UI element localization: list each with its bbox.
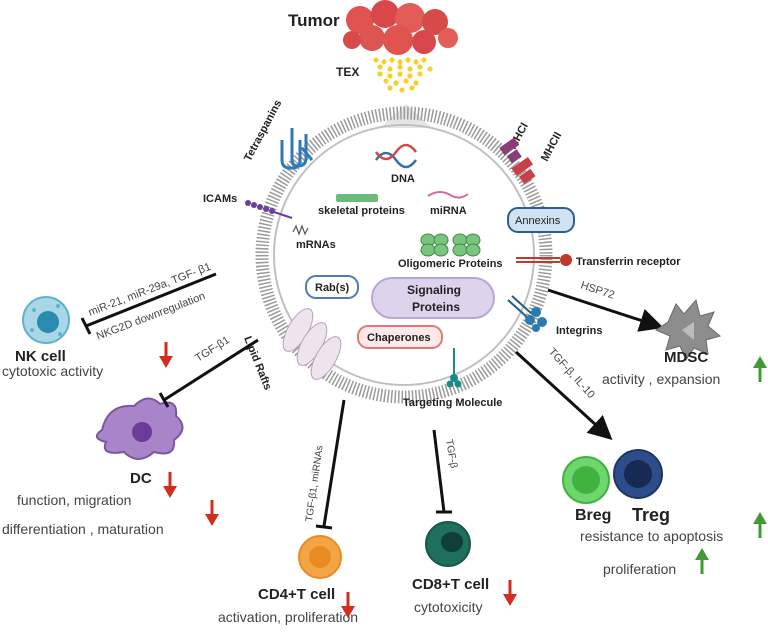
icams-label: ICAMs [203,193,237,205]
lipid-rafts-label: Lipid Rafts [241,335,273,392]
chaperones-label: Chaperones [367,332,431,344]
signaling-proteins-label-line2: Proteins [412,300,460,314]
skeletal-proteins-label: skeletal proteins [318,205,405,217]
release-arrow [380,104,432,128]
treg-effect-line2: proliferation [603,561,676,577]
rabs-box [305,275,359,299]
mdsc-arrow [547,288,664,332]
exosome-outer-membrane [255,106,553,404]
cd4-cell-icon [298,535,342,579]
dc-inhibition-bar [158,392,170,408]
integrins-label: Integrins [556,325,602,337]
chaperones-box [357,325,443,349]
mirna-icon [427,191,469,199]
mdsc-signal: HSP72 [579,279,616,301]
dc-inhibition-line [163,338,259,402]
dna-label: DNA [391,173,415,185]
dna-icon [374,143,418,169]
cd4-trend-arrow [341,592,355,618]
tex-label: TEX [336,65,359,79]
mrnas-label: mRNAs [296,239,336,251]
treg-effect-line1: resistance to apoptosis [580,528,723,544]
icam-icon [245,200,293,219]
cd4-inhibition-bar [315,524,333,530]
tumor-title: Tumor [288,11,340,30]
treg-trend-arrow-1 [753,512,767,538]
annexins-box [507,207,575,233]
skeletal-protein-icon [336,194,378,202]
breg-name: Breg [575,507,611,524]
signaling-proteins-box [371,277,495,319]
mdsc-trend-arrow [753,356,767,382]
cd8-cell-icon [425,521,471,567]
tex-vesicles [373,57,433,93]
tetraspanin-icon [280,128,314,170]
dc-name: DC [130,470,152,487]
signaling-proteins-label-line1: Signaling [407,283,461,297]
cd4-signal: TGF-β1, miRNAs [304,445,326,523]
dc-effect-line1: function, migration [17,492,131,508]
mhc2-label: MHCII [539,130,564,163]
breg-cell-icon [562,456,610,504]
mdsc-name: MDSC [664,349,708,366]
treg-cell-icon [613,449,663,499]
treg-trend-arrow-2 [695,548,709,574]
lipid-raft-icon [282,308,342,380]
cd8-name: CD8+T cell [412,576,489,593]
transferrin-receptor-icon [516,254,572,266]
mhc2-icon [511,156,536,185]
tetraspanins-label: Tetraspanins [242,98,284,163]
nk-cell-effect: cytotoxic activity [2,363,103,379]
cd4-inhibition-line [322,399,346,527]
cd8-trend-arrow [503,580,517,606]
annexins-label: Annexins [515,215,561,227]
tumor-cluster-icon [343,0,458,55]
nk-cell-name: NK cell [15,348,66,365]
oligomeric-protein-icon [420,233,481,257]
integrin-icon [507,295,547,332]
treg-arrow [514,350,613,441]
dc-trend-arrow-1 [163,472,177,498]
dc-trend-arrow-2 [205,500,219,526]
cd8-inhibition-line [432,429,446,513]
mrna-icon [292,224,309,236]
oligomeric-proteins-label: Oligomeric Proteins [398,258,503,270]
rabs-label: Rab(s) [315,282,350,294]
dc-effect-line2: differentiation , maturation [2,521,164,537]
mdsc-effect: activity , expansion [602,371,720,387]
nk-inhibition-line [85,272,217,328]
transferrin-receptor-label: Transferrin receptor [576,256,681,268]
mirna-label: miRNA [430,205,467,217]
dc-cell-icon [95,397,184,460]
treg-name: Treg [632,505,670,525]
targeting-molecule-label: Targeting Molecule [403,397,502,409]
targeting-molecule-icon [446,348,462,388]
cd4-effect: activation, proliferation [218,609,358,625]
nk-inhibition-bar [80,317,92,335]
cd8-signal: TGF-β [443,439,459,470]
treg-signal: TGF-β, IL-10 [546,346,597,401]
mhc1-icon [499,137,522,164]
nk-trend-arrow [159,342,173,368]
cd8-effect: cytotoxicity [414,599,482,615]
mdsc-cell-icon [654,298,722,362]
cd4-name: CD4+T cell [258,586,335,603]
nk-cell-icon [22,296,70,344]
exosome-inner-membrane [273,124,535,386]
